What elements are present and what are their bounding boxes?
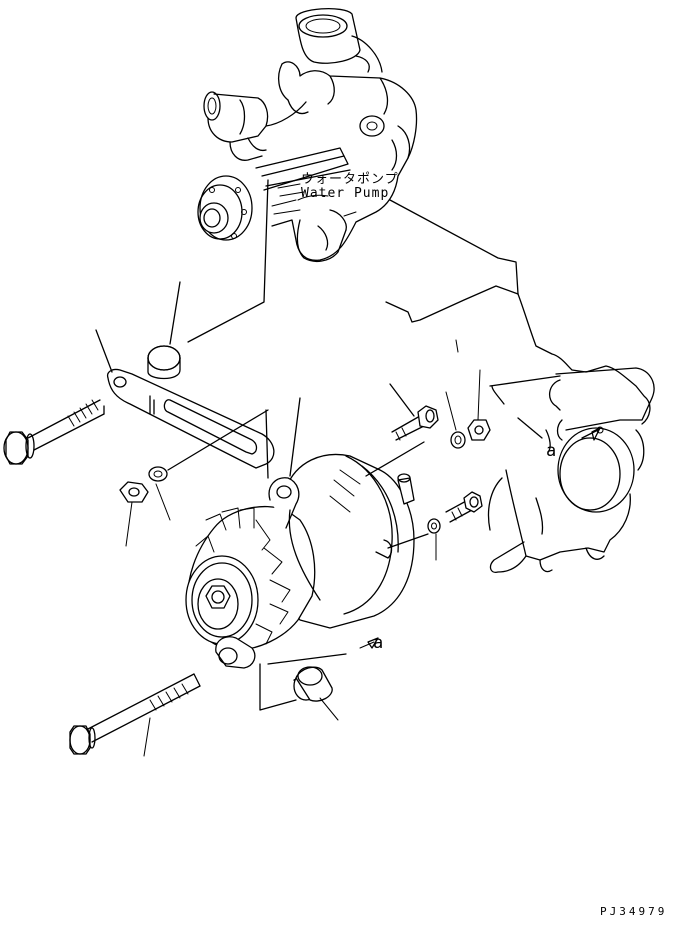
spacer-lower bbox=[293, 666, 333, 702]
adjusting-bracket bbox=[106, 368, 275, 469]
engine-block bbox=[385, 285, 655, 573]
water-pump-label-jp: ウォータポンプ bbox=[301, 172, 399, 187]
water-pump bbox=[197, 8, 418, 263]
long-bolt-lower bbox=[69, 673, 201, 755]
washer-right bbox=[450, 431, 466, 449]
washer-small bbox=[427, 518, 441, 534]
bolt-short bbox=[391, 405, 439, 441]
washer-left bbox=[148, 466, 168, 482]
water-pump-label-en: Water Pump bbox=[301, 186, 390, 201]
nut-left bbox=[119, 481, 149, 503]
drawing-code: PJ34979 bbox=[600, 905, 668, 918]
reference-mark-a-arrow: a bbox=[373, 633, 384, 653]
alternator bbox=[185, 453, 415, 669]
reference-mark-a-engine: a bbox=[546, 441, 557, 461]
nut-right bbox=[467, 419, 491, 441]
long-bolt-upper bbox=[3, 399, 105, 465]
spacer-upper bbox=[147, 345, 181, 380]
bolt-small bbox=[445, 491, 483, 523]
